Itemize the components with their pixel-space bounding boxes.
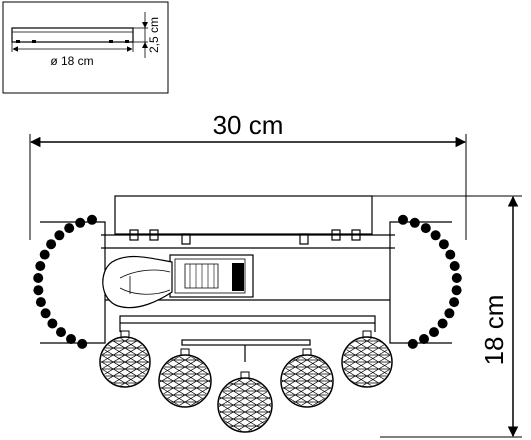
right-bead [429,327,439,338]
crystal-ball [341,330,393,388]
left-bead [46,239,57,250]
left-bead [35,297,46,308]
left-bead [77,338,88,349]
right-bead [444,308,455,319]
crystal-bar [119,315,376,324]
width-dimension: 30 cm [29,110,467,240]
right-bead [398,214,408,225]
right-bead [438,239,449,250]
right-bead [445,249,456,260]
crystal-ball [217,371,273,433]
left-bead [87,214,97,225]
crystal-ball [99,330,151,388]
right-bead [449,297,460,308]
right-bead [437,318,448,329]
left-bead [64,223,75,234]
left-bead [35,261,46,271]
light-bulb [102,255,173,309]
height-dimension: 18 cm [372,195,522,438]
inset-panel: 2,5 cm ø 18 cm [2,1,169,94]
left-bead [54,230,65,241]
fixture-canopy [114,195,373,235]
left-bead [33,273,44,283]
right-bead [407,338,418,349]
crystal-balls [99,330,393,433]
left-bead [56,327,66,338]
inset-canopy [11,27,134,43]
right-bead [419,334,429,344]
left-bead [47,318,58,329]
right-bead [420,223,431,234]
left-bead [66,334,76,344]
right-bead [409,217,420,228]
bead-chain-right [398,214,462,349]
right-bead [451,285,462,296]
left-bead [75,217,86,228]
fixture [40,195,452,362]
left-bead [40,308,51,319]
height-label: 18 cm [479,295,509,366]
right-bead [449,261,460,271]
right-bead [451,273,462,283]
width-label: 30 cm [213,110,284,140]
right-bead [430,230,441,241]
inset-height-label: 2,5 cm [147,17,161,53]
inset-frame [2,1,169,94]
left-bead [33,285,44,296]
inset-diameter-label: ø 18 cm [50,54,93,68]
left-bead [39,249,50,260]
bead-chain-left [33,214,97,349]
